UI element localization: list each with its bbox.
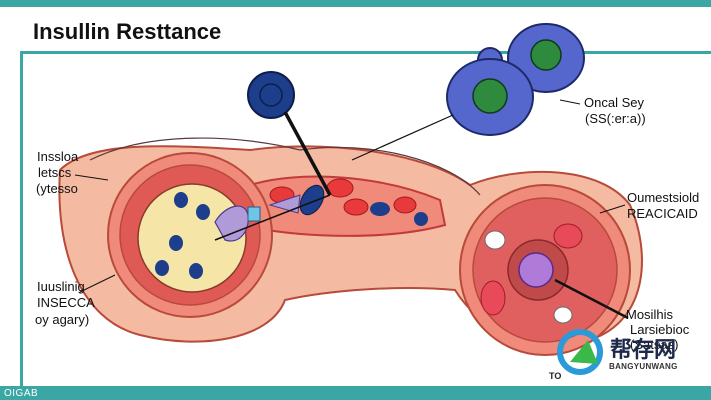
left-cell-molecule xyxy=(155,260,169,276)
top-accent-bar xyxy=(0,0,711,7)
red-blood-cell xyxy=(343,198,369,216)
vessel-molecule xyxy=(299,184,325,216)
receptor-label-pointer xyxy=(559,99,581,105)
receptor-main-nucleus xyxy=(472,78,508,114)
watermark-logo-ring xyxy=(557,329,603,375)
left-cell-molecule xyxy=(174,192,188,208)
right-cell-pointer xyxy=(554,278,629,320)
title-rule xyxy=(20,51,711,54)
red-blood-cell xyxy=(393,196,417,214)
label-right-bottom-3: (Satsas) xyxy=(630,337,679,352)
watermark-logo-leaf xyxy=(570,340,598,364)
label-right-mid-1: Oumestsiold xyxy=(627,190,700,205)
insulin-molecule-core xyxy=(259,83,283,107)
right-cell-vesicle xyxy=(484,230,506,250)
watermark-name: 帮存网 xyxy=(610,337,677,362)
insulin-molecule xyxy=(247,71,295,119)
label-top-right-1: Oncal Sey xyxy=(584,95,644,110)
label-top-right-2: (SS(:er:a)) xyxy=(585,111,646,126)
left-cell-molecule xyxy=(169,235,183,251)
right-mid-pointer xyxy=(599,204,626,214)
left-top-pointer xyxy=(74,174,109,181)
vessel-molecule xyxy=(414,212,428,226)
label-left-bottom-3: oy agary) xyxy=(35,312,90,327)
label-left-top-3: (ytesso xyxy=(36,181,78,196)
vessel-glucose-shape xyxy=(268,194,301,214)
label-right-mid-2: REACICAID xyxy=(627,206,698,221)
footer-text: OIGAB xyxy=(4,388,39,399)
label-left-top-2: letscs xyxy=(38,165,72,180)
receptor-pointer xyxy=(351,114,454,161)
right-cell-granule xyxy=(480,280,506,316)
vessel-molecule xyxy=(370,202,390,216)
right-cell-nucleus xyxy=(518,252,554,288)
label-right-bottom-2: Larsiebioc xyxy=(630,322,690,337)
label-left-bottom-2: INSECCA xyxy=(37,295,95,310)
insulin-pointer-thin xyxy=(214,194,331,241)
label-left-bottom-1: Iuuslinig xyxy=(37,279,85,294)
bottom-accent-bar xyxy=(0,386,711,400)
vessel-channel xyxy=(247,206,261,222)
membrane-line xyxy=(89,137,481,196)
left-cell-molecule xyxy=(189,263,203,279)
right-cell-granule xyxy=(553,223,583,249)
watermark-prefix: TO xyxy=(549,371,562,381)
right-cell-vesicle xyxy=(553,306,573,324)
left-accent-rule xyxy=(20,51,23,386)
receptor-large-nucleus xyxy=(530,39,562,71)
left-bottom-pointer xyxy=(79,274,116,293)
label-left-top-1: Inssloa xyxy=(37,149,79,164)
page-title: Insullin Resttance xyxy=(33,19,222,44)
insulin-pointer xyxy=(283,111,332,196)
label-right-bottom-1: Mosilhis xyxy=(626,307,673,322)
left-cell-molecule xyxy=(196,204,210,220)
watermark-subtitle: BANGYUNWANG xyxy=(609,362,678,371)
